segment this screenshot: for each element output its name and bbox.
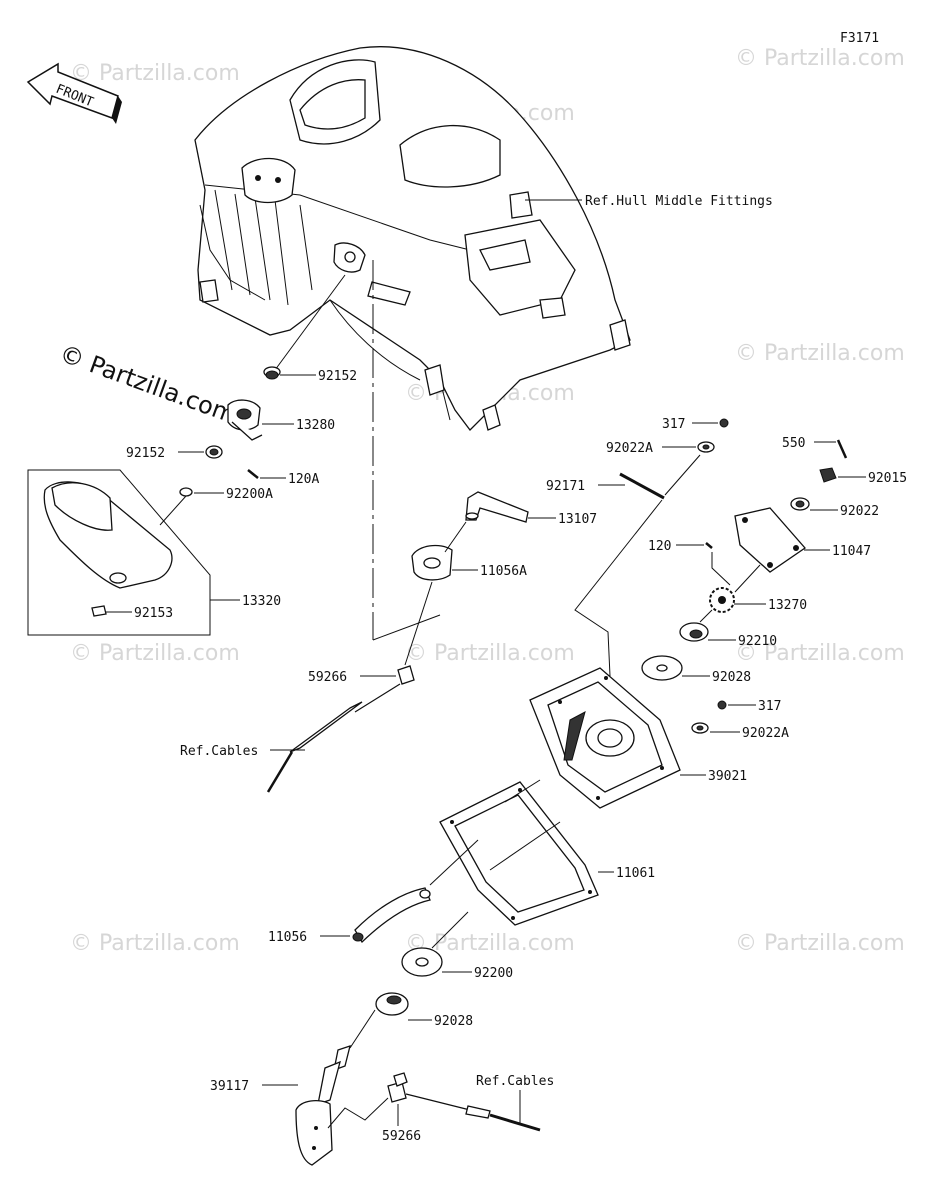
label-92015: 92015 [868,471,907,486]
label-92200A: 92200A [226,487,273,502]
label-ref-cables: Ref.Cables [180,744,258,759]
part-92200-washer [401,947,443,977]
label-59266-b: 59266 [382,1129,421,1144]
part-92028-washer-upper [641,655,683,681]
part-92152-top [263,366,281,380]
leader-line [574,499,663,677]
cable-upper [266,683,401,793]
part-92022A-washer [697,441,715,453]
part-92028-washer-lower [375,992,409,1016]
part-92022-washer [790,497,810,511]
watermark: © Partzilla.com [735,46,905,71]
label-92028: 92028 [712,670,751,685]
part-13107-lever [465,491,529,523]
label-13320: 13320 [242,594,281,609]
part-13270-gear [709,587,735,613]
label-92022A: 92022A [606,441,653,456]
leader-line [664,454,701,496]
part-59266-fitting [397,665,415,685]
part-92153-bolt [91,605,107,617]
label-92171: 92171 [546,479,585,494]
label-317: 317 [662,417,685,432]
part-11056-link [352,887,431,944]
label-120A: 120A [288,472,319,487]
label-92153: 92153 [134,606,173,621]
label-11061: 11061 [616,866,655,881]
watermark: © Partzilla.com [405,641,575,666]
hull-body [194,46,631,431]
leader-line [349,1009,376,1049]
leader-line [699,609,713,623]
part-92152-washer [205,445,223,459]
watermark: © Partzilla.com [735,341,905,366]
label-550: 550 [782,436,805,451]
part-92171-pin [619,472,665,500]
leader-line [327,1097,389,1129]
part-120A-bolt [247,469,259,479]
label-92200: 92200 [474,966,513,981]
leader-line [429,839,479,886]
part-120-bolt [705,542,713,549]
part-11047-bracket [734,507,806,573]
label-11047: 11047 [832,544,871,559]
label-13280: 13280 [296,418,335,433]
part-317-nut-lower [717,700,727,710]
leader-line [489,821,561,871]
part-92200A-washer [179,487,193,497]
label-39021: 39021 [708,769,747,784]
label-92028-b: 92028 [434,1014,473,1029]
label-317-b: 317 [758,699,781,714]
label-92210: 92210 [738,634,777,649]
part-11061-gasket [439,781,599,926]
part-92022A-washer-lower [691,722,709,734]
label-59266: 59266 [308,670,347,685]
partzilla-watermark-dark: © Partzilla.com [56,339,240,429]
leader-line [159,495,187,526]
label-92152-b: 92152 [126,446,165,461]
label-11056A: 11056A [480,564,527,579]
watermark: © Partzilla.com [70,931,240,956]
watermark: © Partzilla.com [70,61,240,86]
watermarks: © Partzilla.com © Partzilla.com © Partzi… [70,46,905,956]
label-39117: 39117 [210,1079,249,1094]
leader-line [372,614,441,641]
leader-line [404,581,433,666]
label-ref-hull-middle-fittings: Ref.Hull Middle Fittings [585,194,773,209]
leader-line [734,564,761,593]
label-92152: 92152 [318,369,357,384]
label-13107: 13107 [558,512,597,527]
label-92022: 92022 [840,504,879,519]
cable-lower [405,1093,541,1132]
leader-line [444,521,467,553]
group-box-13320 [27,469,211,636]
diagram-code: F3171 [840,31,879,46]
part-39021-housing [529,667,681,809]
label-ref-cables-b: Ref.Cables [476,1074,554,1089]
part-92210-collar [679,622,709,642]
part-550-pin [836,439,848,459]
part-39117-shaft [295,1045,351,1166]
label-92022A-b: 92022A [742,726,789,741]
leader-line [711,552,731,586]
leader-line [274,274,346,371]
part-92015-nut [819,467,837,483]
part-11056A-plate [411,544,453,581]
watermark: © Partzilla.com [735,641,905,666]
part-317-nut [719,418,729,428]
part-13280-bracket [227,399,263,441]
label-13270: 13270 [768,598,807,613]
leader-line [431,911,469,949]
watermark: © Partzilla.com [735,931,905,956]
watermark: © Partzilla.com [70,641,240,666]
part-59266-fitting-lower [387,1072,408,1103]
label-120: 120 [648,539,671,554]
label-11056: 11056 [268,930,307,945]
leader-line [504,779,541,803]
part-13320-cover [43,481,173,589]
